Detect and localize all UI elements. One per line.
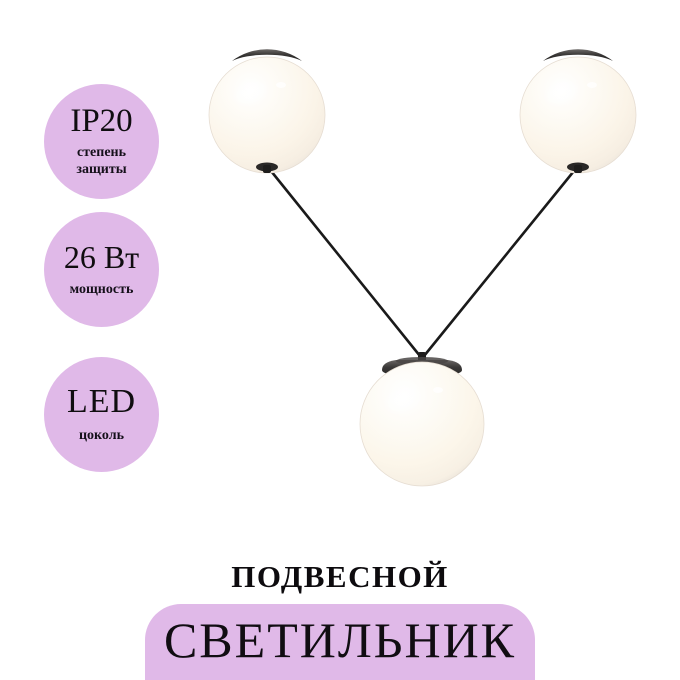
globe-left-sphere xyxy=(208,56,326,174)
globe-center-spec xyxy=(433,387,443,393)
globe-left-cap xyxy=(232,49,302,61)
product-type-caption: ПОДВЕСНОЙ xyxy=(231,559,449,594)
product-name-text: СВЕТИЛЬНИК xyxy=(163,612,517,668)
badge-lamp-base-label: цоколь xyxy=(78,427,125,443)
globe-right-stem xyxy=(574,165,582,173)
globe-right xyxy=(519,49,637,174)
globe-right-highlight xyxy=(542,79,580,107)
badge-lamp-base-value: LED xyxy=(66,382,137,420)
globe-right-cap xyxy=(543,49,613,61)
globe-left-highlight xyxy=(231,79,269,107)
globe-center-highlight xyxy=(382,384,424,416)
pendant-lamp-illustration xyxy=(208,49,637,487)
globe-right-spec xyxy=(587,82,597,88)
globe-center-sphere xyxy=(359,361,485,487)
cord-left xyxy=(265,164,422,358)
globe-left xyxy=(208,49,326,174)
globe-left-spec xyxy=(276,82,286,88)
badge-ip-rating: IP20 степень защиты xyxy=(44,84,159,199)
badge-lamp-base: LED цоколь xyxy=(44,357,159,472)
badge-power-value: 26 Вт xyxy=(63,238,140,275)
badge-power-label: мощность xyxy=(69,281,134,297)
badge-ip-rating-value: IP20 xyxy=(70,103,133,140)
badge-ip-rating-label: степень защиты xyxy=(76,145,127,177)
cord-right xyxy=(422,164,580,358)
badge-power: 26 Вт мощность xyxy=(44,212,159,327)
product-name-banner: СВЕТИЛЬНИК xyxy=(145,604,535,680)
globe-center xyxy=(359,352,485,487)
lamp-cords xyxy=(265,164,580,358)
globe-left-stem xyxy=(263,165,271,173)
globe-right-sphere xyxy=(519,56,637,174)
